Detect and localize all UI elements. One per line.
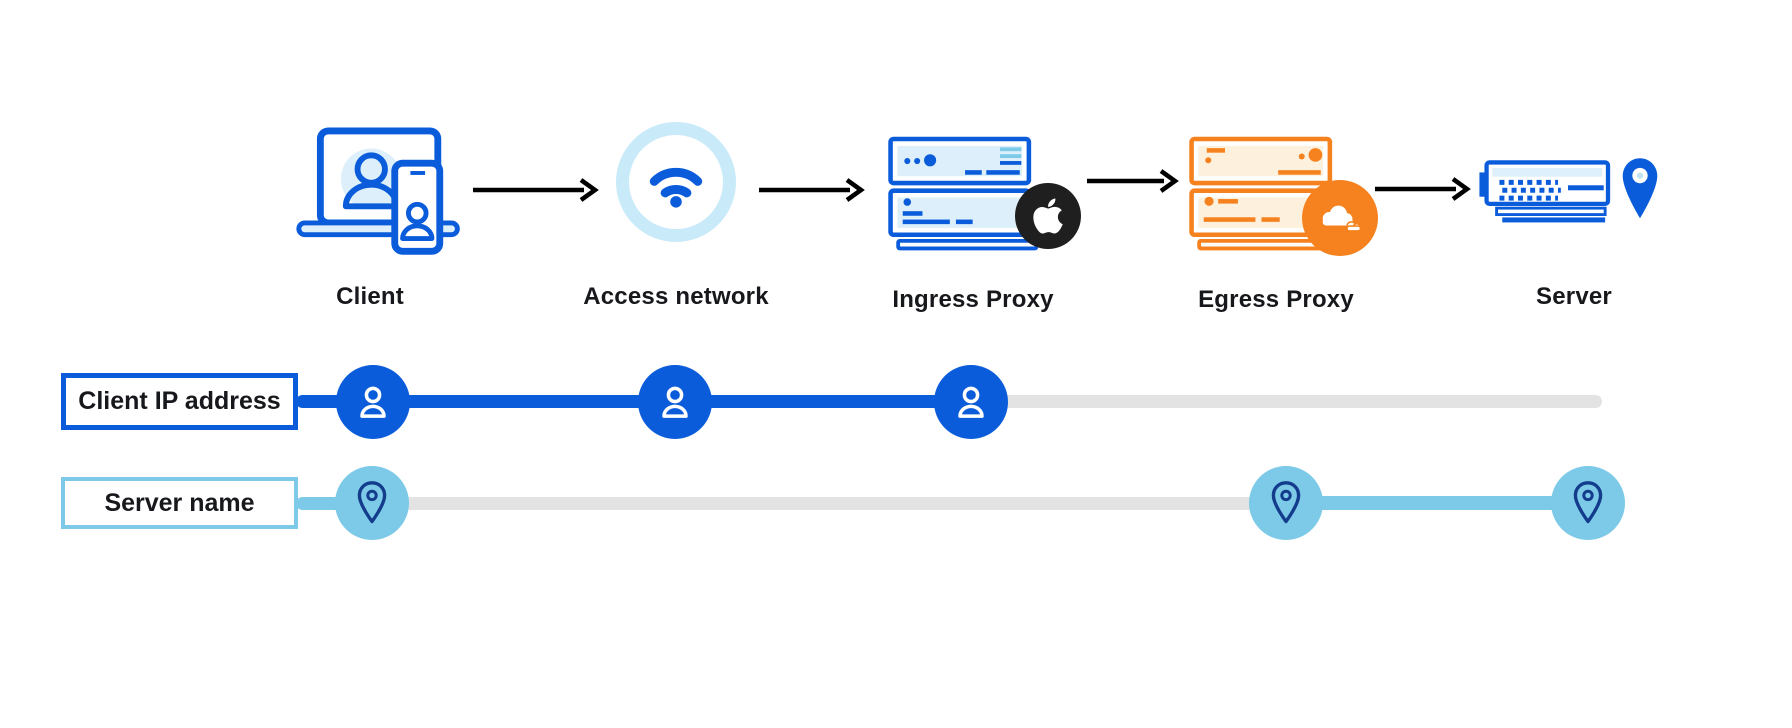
server-name-label: Server name (104, 488, 255, 517)
server-name-active-line (1286, 496, 1588, 510)
node-label-client: Client (336, 283, 404, 310)
node-label-egress-proxy: Egress Proxy (1198, 286, 1354, 313)
apple-logo-badge (1015, 183, 1081, 249)
laptop-and-phone-icon (296, 127, 460, 255)
client-ip-label-box: Client IP address (61, 373, 298, 430)
apple-logo-icon (1033, 198, 1063, 234)
cloudflare-logo-icon (1322, 205, 1362, 232)
node-label-ingress-proxy: Ingress Proxy (892, 286, 1054, 313)
location-pin-icon (357, 481, 387, 524)
node-label-server: Server (1536, 283, 1612, 310)
server-location-icon (1479, 160, 1611, 223)
location-pin-icon (1573, 481, 1603, 524)
node-label-access-network: Access network (583, 283, 769, 310)
client-ip-label: Client IP address (78, 387, 281, 415)
cloudflare-logo-badge (1302, 180, 1378, 256)
server-name-label-box: Server name (61, 477, 298, 529)
client-ip-marker-client (336, 365, 410, 439)
person-icon (958, 386, 984, 418)
server-name-marker-client (335, 466, 409, 540)
person-icon (662, 386, 688, 418)
wifi-icon (649, 167, 703, 208)
server-name-marker-egress (1249, 466, 1323, 540)
arrow-right-icon (1087, 169, 1179, 193)
person-icon (360, 386, 386, 418)
client-ip-active-line (296, 395, 972, 408)
client-ip-marker-ingress (934, 365, 1008, 439)
client-ip-marker-access (638, 365, 712, 439)
server-name-marker-server (1551, 466, 1625, 540)
arrow-right-icon (1375, 177, 1471, 201)
wifi-ring (616, 122, 736, 242)
client-ip-inactive-line (971, 395, 1602, 408)
arrow-right-icon (759, 178, 865, 202)
server-name-inactive-line (372, 497, 1286, 510)
server-stack-icon (888, 136, 1038, 251)
arrow-right-icon (473, 178, 599, 202)
location-pin-icon (1622, 158, 1658, 219)
location-pin-icon (1271, 481, 1301, 524)
